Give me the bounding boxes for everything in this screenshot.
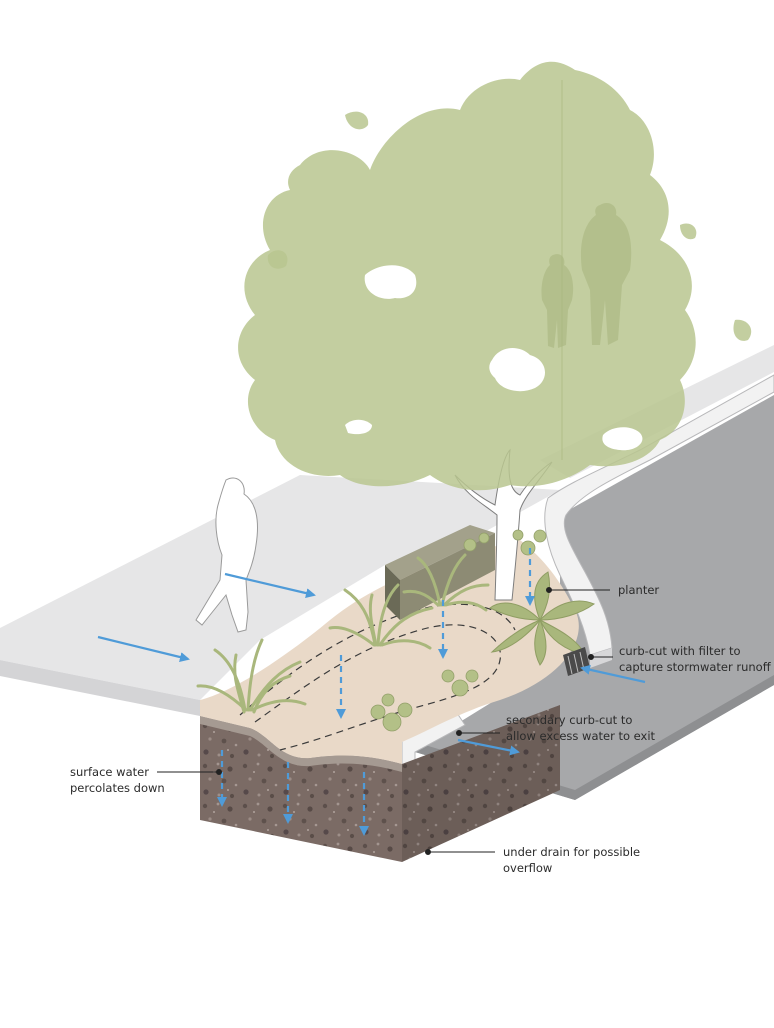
broadleaf-plant xyxy=(489,571,596,666)
callout-under-drain-line-1: under drain for possible xyxy=(503,845,641,859)
callout-under-drain-line-2: overflow xyxy=(503,861,553,875)
callout-planter: planter xyxy=(618,582,659,598)
callout-curb-cut-filter: curb-cut with filter to capture stormwat… xyxy=(619,643,771,675)
callout-surface-water-line-2: percolates down xyxy=(70,781,165,795)
grass-clump-left xyxy=(196,638,307,714)
leader-lines xyxy=(157,587,613,855)
callout-secondary-curb-cut-line-1: secondary curb-cut to xyxy=(506,713,633,727)
callout-curb-cut-filter-line-2: capture stormwater runoff xyxy=(619,660,771,674)
planter-bed xyxy=(200,540,579,764)
flow-arrow-curb-in xyxy=(580,664,646,684)
grass-clump-back xyxy=(402,553,490,612)
flow-arrow-sidewalk-1 xyxy=(97,635,190,662)
callout-surface-water: surface water percolates down xyxy=(70,764,165,796)
plants xyxy=(196,529,596,732)
soil-section xyxy=(200,705,560,862)
callout-secondary-curb-cut: secondary curb-cut to allow excess water… xyxy=(506,712,655,744)
grass-clump-center xyxy=(328,583,434,650)
water-arrows xyxy=(97,548,646,836)
flow-arrow-exit xyxy=(457,738,520,756)
callout-surface-water-line-1: surface water xyxy=(70,765,149,779)
small-shrubs xyxy=(370,529,547,732)
flow-arrow-sidewalk-2 xyxy=(224,572,316,599)
callout-under-drain: under drain for possible overflow xyxy=(503,844,640,876)
tree-canopy xyxy=(238,61,752,491)
callout-planter-line-1: planter xyxy=(618,583,660,597)
callout-secondary-curb-cut-line-2: allow excess water to exit xyxy=(506,729,656,743)
pedestrian xyxy=(195,477,258,633)
callout-curb-cut-filter-line-1: curb-cut with filter to xyxy=(619,644,741,658)
